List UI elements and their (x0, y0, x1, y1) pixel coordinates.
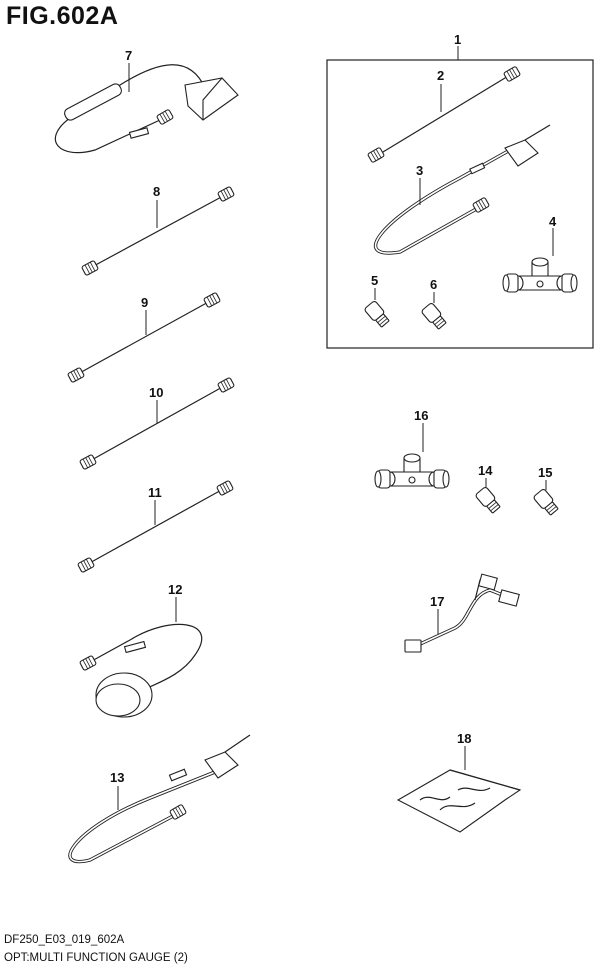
part-17-wire-harness (404, 573, 520, 653)
callout-17: 17 (430, 594, 444, 609)
callout-6: 6 (430, 277, 437, 292)
part-12-sensor (78, 597, 203, 718)
part-10-cable (78, 376, 236, 471)
kit-box (326, 59, 594, 349)
callout-13: 13 (110, 770, 124, 785)
part-15-terminator (532, 480, 561, 518)
part-14-terminator (474, 478, 503, 516)
part-5-terminator (363, 288, 392, 330)
part-4-t-connector (502, 228, 578, 293)
callout-18: 18 (457, 731, 471, 746)
figure-description: OPT:MULTI FUNCTION GAUGE (2) (4, 952, 188, 964)
callout-16: 16 (414, 408, 428, 423)
callout-5: 5 (371, 273, 378, 288)
part-6-terminator (420, 292, 449, 332)
figure-code: DF250_E03_019_602A (4, 934, 125, 946)
part-9-cable (66, 291, 222, 384)
callout-8: 8 (153, 184, 160, 199)
callout-3: 3 (416, 163, 423, 178)
figure-title: FIG.602A (6, 2, 119, 30)
part-16-t-connector (374, 423, 450, 489)
part-8-cable (80, 185, 236, 277)
callout-11: 11 (148, 485, 162, 500)
part-2-cable (366, 65, 522, 164)
callout-2: 2 (437, 68, 444, 83)
part-3-cable (373, 124, 551, 255)
callout-1: 1 (454, 32, 461, 47)
part-7-cable-assembly (54, 63, 239, 154)
callout-12: 12 (168, 582, 182, 597)
callout-14: 14 (478, 463, 493, 478)
callout-10: 10 (149, 385, 163, 400)
callout-7: 7 (125, 48, 132, 63)
part-13-cable (68, 734, 251, 864)
part-18-bag (396, 746, 522, 833)
callout-15: 15 (538, 465, 552, 480)
callout-9: 9 (141, 295, 148, 310)
callout-4: 4 (549, 214, 557, 229)
part-11-cable (76, 479, 235, 574)
